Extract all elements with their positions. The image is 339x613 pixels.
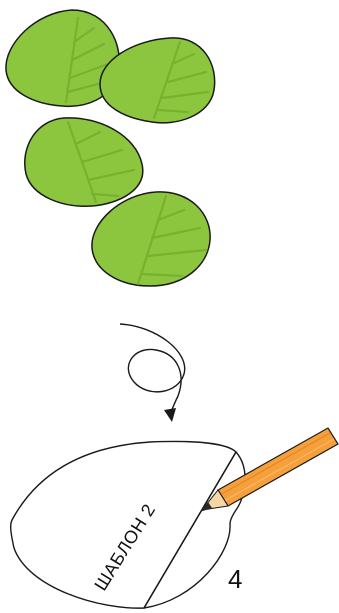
curly-arrow-icon (120, 324, 185, 422)
leaf-4 (92, 192, 210, 286)
step-number: 4 (228, 564, 242, 594)
leaf-3 (25, 118, 143, 206)
template-label: ШАБЛОН 2 (90, 500, 159, 594)
pencil-icon (200, 428, 338, 512)
